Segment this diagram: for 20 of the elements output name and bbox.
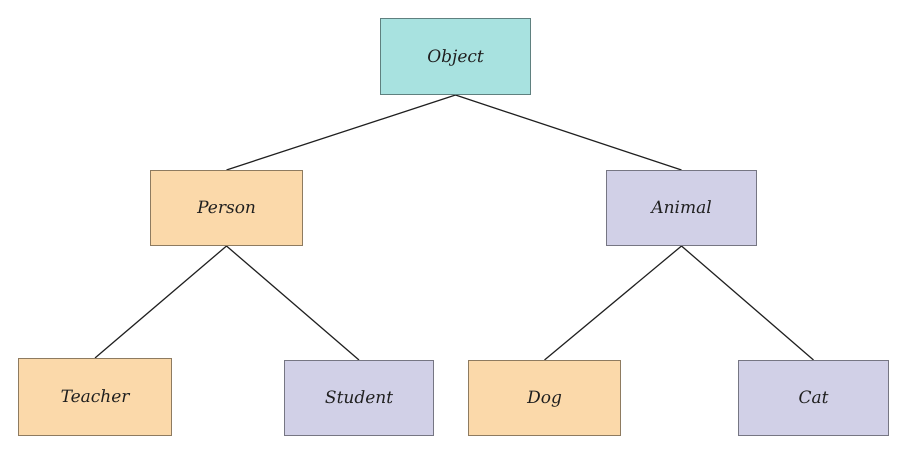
class-box <box>284 360 434 436</box>
class-box <box>468 360 621 436</box>
class-name: Cat <box>798 388 828 408</box>
connector-line <box>226 246 360 360</box>
class-box <box>380 18 531 95</box>
connector-line <box>544 246 682 360</box>
class-box <box>150 170 303 246</box>
connector-line <box>681 246 814 360</box>
connector-line <box>94 246 227 358</box>
class-box <box>738 360 889 436</box>
class-name: Object <box>427 46 484 66</box>
connector-line <box>455 94 682 171</box>
class-name: Animal <box>651 198 712 218</box>
class-name: Teacher <box>60 387 130 407</box>
class-box <box>606 170 757 246</box>
class-name: Dog <box>527 388 562 408</box>
class-box <box>18 358 172 436</box>
class-name: Person <box>197 198 256 218</box>
class-name: Student <box>324 388 394 408</box>
connector-line <box>226 94 456 171</box>
